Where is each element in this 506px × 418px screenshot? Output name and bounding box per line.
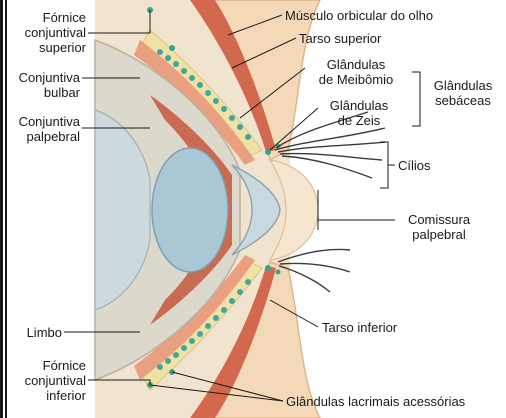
lens — [152, 148, 228, 272]
label-limbo: Limbo — [8, 325, 62, 340]
label-tarso-inferior: Tarso inferior — [322, 320, 397, 335]
label-fornice-superior: Fórnice conjuntival superior — [8, 10, 86, 55]
label-line: sebáceas — [424, 93, 502, 108]
label-line: Fórnice — [8, 10, 86, 25]
label-glandulas-lacrimais: Glândulas lacrimais acessórias — [286, 394, 465, 409]
label-line: Glândulas — [424, 78, 502, 93]
label-cilios: Cílios — [398, 158, 431, 173]
label-line: palpebral — [8, 129, 80, 144]
label-musculo-orbicular: Músculo orbicular do olho — [285, 8, 433, 23]
label-tarso-superior: Tarso superior — [299, 31, 381, 46]
label-line: de Zeis — [318, 113, 400, 128]
label-line: Fórnice — [8, 358, 86, 373]
frame-bar-outer — [0, 0, 3, 418]
frame-bar-inner — [5, 0, 7, 418]
label-fornice-inferior: Fórnice conjuntival inferior — [8, 358, 86, 403]
label-line: conjuntival — [8, 373, 86, 388]
label-line: Glândulas — [318, 98, 400, 113]
label-glandulas-zeis: Glândulas de Zeis — [318, 98, 400, 128]
label-glandulas-meibomio: Glândulas de Meibômio — [306, 57, 406, 87]
label-line: palpebral — [398, 227, 480, 242]
label-comissura-palpebral: Comissura palpebral — [398, 212, 480, 242]
label-line: conjuntival — [8, 25, 86, 40]
label-line: de Meibômio — [306, 72, 406, 87]
label-line: bulbar — [8, 85, 80, 100]
label-conjuntiva-bulbar: Conjuntiva bulbar — [8, 70, 80, 100]
label-glandulas-sebaceas: Glândulas sebáceas — [424, 78, 502, 108]
label-line: inferior — [8, 388, 86, 403]
label-line: Conjuntiva — [8, 70, 80, 85]
label-line: superior — [8, 40, 86, 55]
label-line: Conjuntiva — [8, 114, 80, 129]
label-line: Glândulas — [306, 57, 406, 72]
label-conjuntiva-palpebral: Conjuntiva palpebral — [8, 114, 80, 144]
label-line: Comissura — [398, 212, 480, 227]
